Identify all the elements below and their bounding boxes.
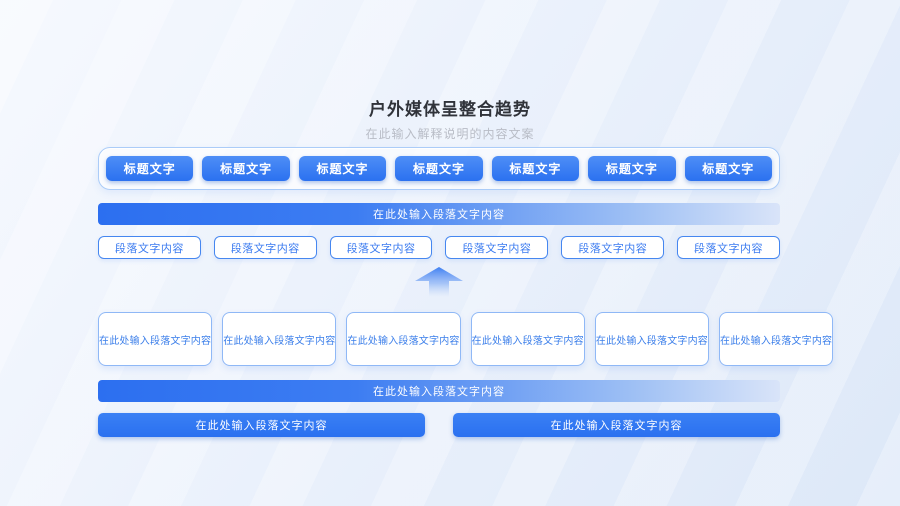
title-button[interactable]: 标题文字 (588, 156, 676, 181)
gradient-band-bottom: 在此处输入段落文字内容 (98, 380, 780, 402)
paragraph-box: 段落文字内容 (561, 236, 665, 259)
arrow-up-icon (98, 267, 780, 297)
page-subtitle: 在此输入解释说明的内容文案 (365, 127, 535, 141)
detail-box: 在此处输入段落文字内容 (222, 312, 337, 366)
title-buttons-container: 标题文字 标题文字 标题文字 标题文字 标题文字 标题文字 标题文字 (98, 147, 780, 190)
detail-box: 在此处输入段落文字内容 (346, 312, 461, 366)
detail-box-row: 在此处输入段落文字内容 在此处输入段落文字内容 在此处输入段落文字内容 在此处输… (98, 312, 834, 366)
title-block: 户外媒体呈整合趋势 在此输入解释说明的内容文案 (0, 95, 900, 142)
paragraph-box: 段落文字内容 (677, 236, 780, 259)
detail-box: 在此处输入段落文字内容 (98, 312, 213, 366)
page-title: 户外媒体呈整合趋势 (369, 100, 531, 119)
detail-box: 在此处输入段落文字内容 (470, 312, 585, 366)
paragraph-box-row: 段落文字内容 段落文字内容 段落文字内容 段落文字内容 段落文字内容 段落文字内… (98, 236, 780, 259)
title-button[interactable]: 标题文字 (491, 156, 580, 181)
bottom-button[interactable]: 在此处输入段落文字内容 (98, 413, 425, 437)
title-button[interactable]: 标题文字 (298, 156, 387, 181)
bottom-button[interactable]: 在此处输入段落文字内容 (453, 413, 780, 437)
paragraph-box: 段落文字内容 (329, 236, 433, 259)
title-button[interactable]: 标题文字 (395, 156, 483, 181)
paragraph-box: 段落文字内容 (213, 236, 317, 259)
diagram: 标题文字 标题文字 标题文字 标题文字 标题文字 标题文字 标题文字 在此处输入… (98, 147, 834, 437)
title-button[interactable]: 标题文字 (106, 156, 194, 181)
detail-box: 在此处输入段落文字内容 (719, 312, 834, 366)
paragraph-box: 段落文字内容 (98, 236, 201, 259)
title-button[interactable]: 标题文字 (684, 156, 772, 181)
title-button[interactable]: 标题文字 (202, 156, 290, 181)
paragraph-box: 段落文字内容 (445, 236, 549, 259)
detail-box: 在此处输入段落文字内容 (594, 312, 710, 366)
gradient-band-top: 在此处输入段落文字内容 (98, 203, 780, 225)
bottom-buttons-row: 在此处输入段落文字内容 在此处输入段落文字内容 (98, 413, 780, 437)
